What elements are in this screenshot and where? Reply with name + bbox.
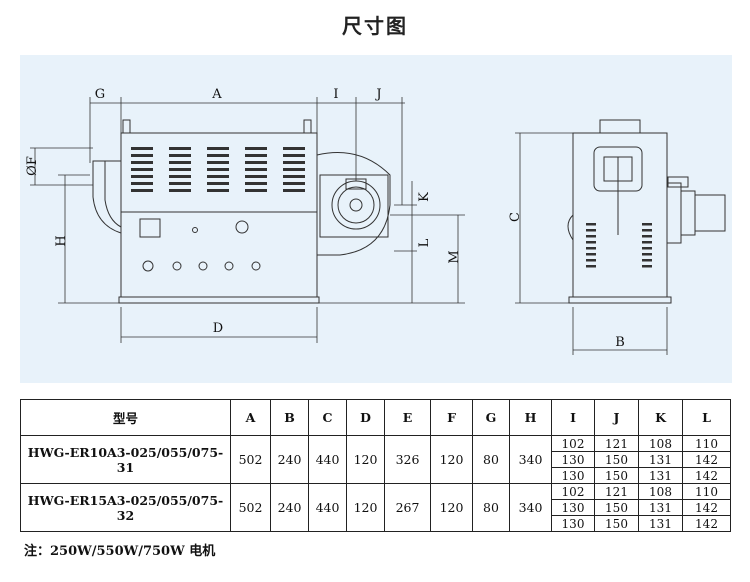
cell-f: 120 [430,483,473,532]
table-subrow: 130 150 131 142 [21,467,731,484]
header-b: B [270,399,309,436]
cell-c: 440 [308,435,347,484]
vent-grille [131,147,652,268]
cell-j: 150 [594,515,639,532]
header-l: L [682,399,731,436]
side-housing [572,132,668,298]
cell-j: 150 [594,467,639,484]
dim-label-h: H [54,235,69,246]
cell-l: 142 [682,515,731,532]
cell-j: 121 [594,483,639,500]
cell-i: 130 [551,499,595,516]
header-d: D [346,399,385,436]
cell-i: 102 [551,435,595,452]
table-subrow: 130 150 131 142 [21,515,731,532]
cell-g: 80 [472,483,510,532]
cell-i: 102 [551,483,595,500]
cell-k: 131 [638,467,683,484]
cell-k: 131 [638,515,683,532]
cell-h: 340 [509,435,552,484]
header-j: J [594,399,639,436]
cell-k: 131 [638,451,683,468]
cell-f: 120 [430,435,473,484]
header-i: I [551,399,595,436]
dim-label-j: J [374,87,381,102]
dim-label-g: G [95,87,105,102]
header-model: 型号 [20,399,231,436]
footnote: 注：250W/550W/750W 电机 [24,544,216,559]
cell-b: 240 [270,435,309,484]
lower-housing [120,211,318,298]
table-header-row: 型号 A B C D E F G H I J K L [20,399,731,436]
header-f: F [430,399,473,436]
dim-label-m: M [447,250,462,263]
cell-j: 150 [594,451,639,468]
dim-label-l: L [417,238,432,247]
cell-j: 150 [594,499,639,516]
cell-l: 110 [682,435,731,452]
header-h: H [509,399,552,436]
cell-g: 80 [472,435,510,484]
table-row: HWG-ER15A3-025/055/075-32 502 240 440 12… [20,483,731,532]
spec-table: 型号 A B C D E F G H I J K L HWG-ER10A3-02… [20,399,731,532]
cell-l: 110 [682,483,731,500]
cell-e: 326 [384,435,431,484]
cell-e: 267 [384,483,431,532]
table-row: HWG-ER10A3-025/055/075-31 502 240 440 12… [20,435,731,484]
header-e: E [384,399,431,436]
header-a: A [230,399,271,436]
cell-b: 240 [270,483,309,532]
cell-i: 130 [551,515,595,532]
model-cell: HWG-ER10A3-025/055/075-31 [20,435,231,484]
drawing-svg: G A I J D H ØF K L M C B [25,87,726,355]
cell-a: 502 [230,435,271,484]
cell-l: 142 [682,499,731,516]
dimension-drawing: G A I J D H ØF K L M C B [20,55,732,383]
cell-c: 440 [308,483,347,532]
cell-d: 120 [346,435,385,484]
cell-l: 142 [682,467,731,484]
cell-k: 108 [638,483,683,500]
cell-a: 502 [230,483,271,532]
dim-label-c: C [508,212,523,222]
cell-i: 130 [551,451,595,468]
page-title: 尺寸图 [342,14,408,38]
dim-label-f: ØF [25,156,40,176]
cell-j: 121 [594,435,639,452]
dim-label-b: B [615,335,625,350]
cell-k: 108 [638,435,683,452]
cell-l: 142 [682,451,731,468]
dim-label-k: K [417,192,432,202]
model-cell: HWG-ER15A3-025/055/075-32 [20,483,231,532]
dim-label-d: D [213,321,223,336]
header-c: C [308,399,347,436]
cell-k: 131 [638,499,683,516]
dim-label-i: I [333,87,338,102]
cell-d: 120 [346,483,385,532]
upper-housing [120,132,318,213]
header-g: G [472,399,510,436]
cell-i: 130 [551,467,595,484]
cell-h: 340 [509,483,552,532]
dim-label-a: A [211,87,222,102]
header-k: K [638,399,683,436]
